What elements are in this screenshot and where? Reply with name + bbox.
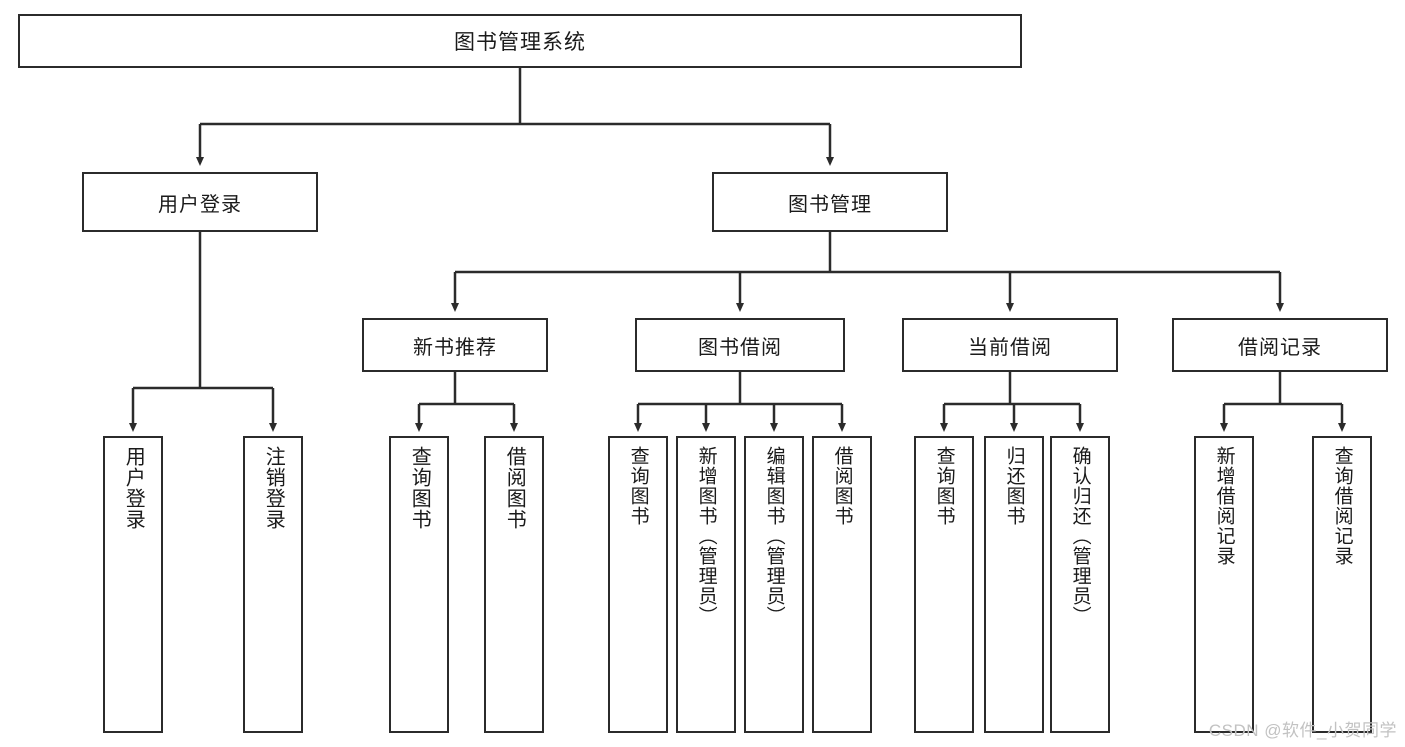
node-book-manage[interactable]: 图书管理: [712, 172, 948, 232]
csdn-watermark: CSDN @软件_小贺同学: [1208, 721, 1397, 740]
node-leaf-edit-book-label: 编辑图书（管理员）: [763, 446, 785, 626]
node-leaf-query-record-label: 查询借阅记录: [1331, 446, 1353, 566]
node-book-manage-label: 图书管理: [788, 193, 872, 216]
node-leaf-return-book-label: 归还图书: [1003, 446, 1025, 526]
node-current-borrow-label: 当前借阅: [968, 336, 1052, 359]
node-book-borrow-label: 图书借阅: [698, 336, 782, 359]
node-leaf-add-record-label: 新增借阅记录: [1213, 446, 1235, 566]
node-leaf-query-book-1-label: 查询图书: [408, 446, 431, 530]
node-leaf-borrow-book-1[interactable]: 借阅图书: [484, 436, 544, 733]
node-leaf-borrow-book-2[interactable]: 借阅图书: [812, 436, 872, 733]
node-borrow-record[interactable]: 借阅记录: [1172, 318, 1388, 372]
node-user-login-label: 用户登录: [158, 193, 242, 216]
node-leaf-add-book[interactable]: 新增图书（管理员）: [676, 436, 736, 733]
node-leaf-logout[interactable]: 注销登录: [243, 436, 303, 733]
node-leaf-user-login-label: 用户登录: [122, 446, 145, 530]
node-leaf-query-book-3-label: 查询图书: [933, 446, 955, 526]
node-leaf-user-login[interactable]: 用户登录: [103, 436, 163, 733]
node-leaf-borrow-book-1-label: 借阅图书: [503, 446, 526, 530]
node-leaf-borrow-book-2-label: 借阅图书: [831, 446, 853, 526]
node-leaf-confirm-return[interactable]: 确认归还（管理员）: [1050, 436, 1110, 733]
node-leaf-confirm-return-label: 确认归还（管理员）: [1069, 446, 1091, 626]
node-leaf-add-book-label: 新增图书（管理员）: [695, 446, 717, 626]
node-leaf-add-record[interactable]: 新增借阅记录: [1194, 436, 1254, 733]
node-book-borrow[interactable]: 图书借阅: [635, 318, 845, 372]
node-leaf-logout-label: 注销登录: [262, 446, 285, 530]
node-borrow-record-label: 借阅记录: [1238, 336, 1322, 359]
node-leaf-query-record[interactable]: 查询借阅记录: [1312, 436, 1372, 733]
node-leaf-query-book-1[interactable]: 查询图书: [389, 436, 449, 733]
node-leaf-query-book-2-label: 查询图书: [627, 446, 649, 526]
node-new-book-recommend[interactable]: 新书推荐: [362, 318, 548, 372]
node-leaf-query-book-2[interactable]: 查询图书: [608, 436, 668, 733]
node-root-system[interactable]: 图书管理系统: [18, 14, 1022, 68]
node-leaf-query-book-3[interactable]: 查询图书: [914, 436, 974, 733]
node-leaf-edit-book[interactable]: 编辑图书（管理员）: [744, 436, 804, 733]
node-leaf-return-book[interactable]: 归还图书: [984, 436, 1044, 733]
node-root-label: 图书管理系统: [454, 31, 586, 54]
node-user-login[interactable]: 用户登录: [82, 172, 318, 232]
node-new-book-recommend-label: 新书推荐: [413, 336, 497, 359]
node-current-borrow[interactable]: 当前借阅: [902, 318, 1118, 372]
